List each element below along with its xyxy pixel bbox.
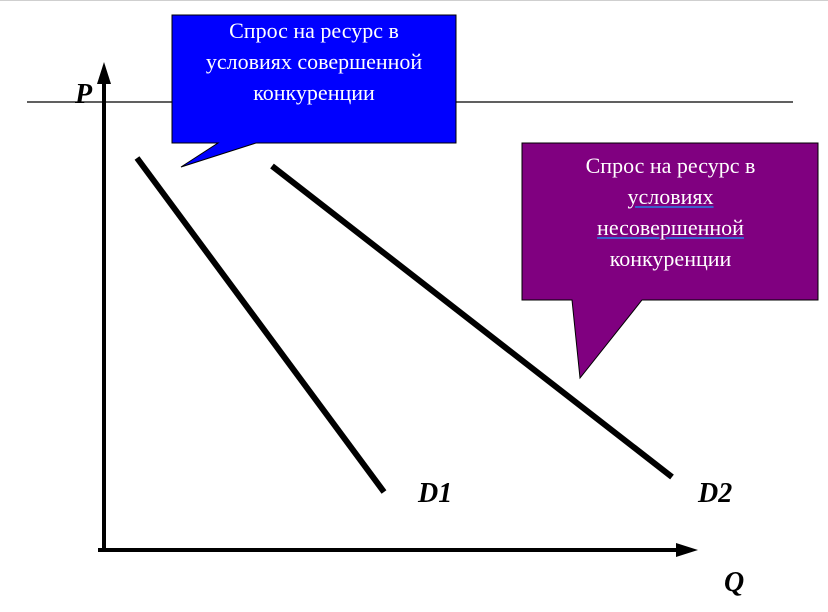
curve-label-d2: D2 (698, 478, 733, 509)
callout-imperfect-line-1: Спрос на ресурс в (585, 153, 756, 178)
demand-curve-d2 (270, 163, 674, 480)
y-axis-label: P (75, 79, 93, 110)
callout-imperfect-competition-text: Спрос на ресурс в условиях несовершенной… (523, 150, 818, 274)
x-axis-arrowhead (676, 543, 698, 557)
callout-imperfect-line-3: несовершенной (597, 215, 744, 240)
curve-label-d1: D1 (418, 478, 453, 509)
callout-perfect-competition-text: Спрос на ресурс в условиях совершенной к… (172, 15, 456, 108)
y-axis-arrowhead (97, 62, 111, 84)
callout-perfect-line-3: конкуренции (253, 80, 375, 105)
top-border-line (0, 0, 828, 1)
callout-perfect-line-1: Спрос на ресурс в (229, 18, 399, 43)
x-axis-label: Q (724, 567, 745, 598)
callout-imperfect-competition-shape (521, 142, 819, 380)
callout-perfect-line-2: условиях совершенной (205, 49, 423, 74)
callout-imperfect-line-4: конкуренции (609, 246, 732, 271)
callout-imperfect-line-2: условиях (627, 184, 714, 209)
callout-perfect-competition-shape (171, 14, 457, 168)
demand-curve-d1 (134, 156, 387, 494)
